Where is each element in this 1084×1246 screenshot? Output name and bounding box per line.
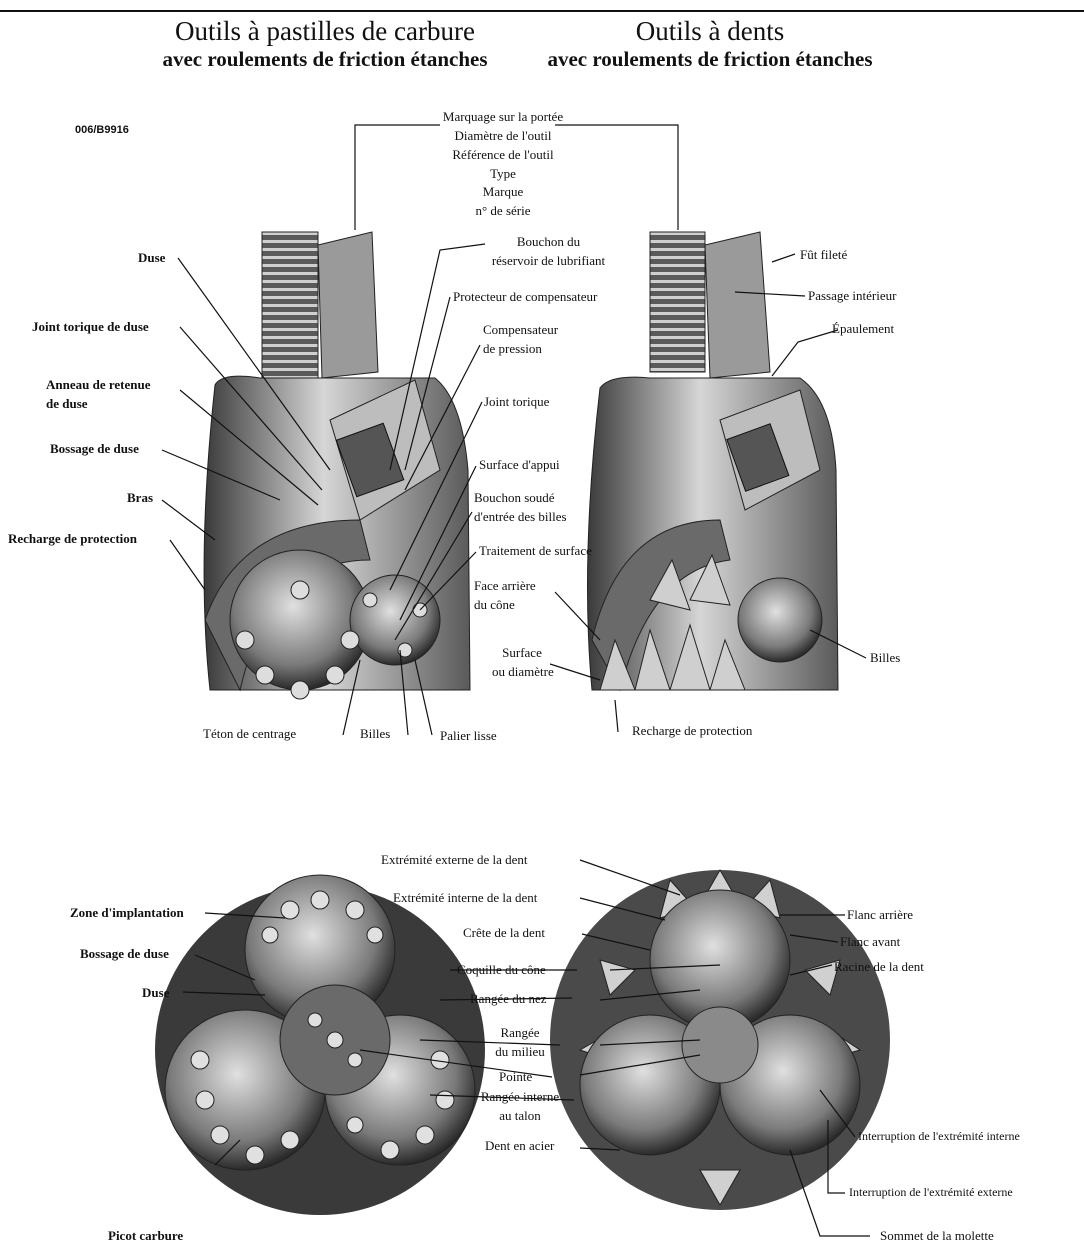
label-passage: Passage intérieur	[808, 287, 896, 306]
label-anneau-retenue: Anneau de retenue de duse	[46, 376, 150, 414]
label-sommet: Sommet de la molette	[880, 1227, 994, 1246]
label-traitement: Traitement de surface	[479, 542, 592, 561]
label-bouchon-line2: réservoir de lubrifiant	[486, 252, 611, 271]
tooth-bit-bottom-view	[550, 870, 890, 1210]
label-bouchon-reservoir: Bouchon du réservoir de lubrifiant	[486, 233, 611, 271]
label-surface-line1: Surface	[492, 644, 552, 663]
label-duse: Duse	[138, 249, 165, 268]
label-picot: Picot carbure	[108, 1227, 183, 1246]
label-face-arriere-line2: du cône	[474, 596, 536, 615]
label-fut: Fût fileté	[800, 246, 847, 265]
label-compensateur-line2: de pression	[483, 340, 558, 359]
label-bouchon-billes-line1: Bouchon soudé	[474, 489, 567, 508]
label-bouchon-billes: Bouchon soudé d'entrée des billes	[474, 489, 567, 527]
label-joint-torique: Joint torique	[484, 393, 549, 412]
label-ext-interne: Extrémité interne de la dent	[393, 889, 537, 908]
label-marque: Marque	[433, 183, 573, 202]
label-bossage-bottom: Bossage de duse	[80, 945, 169, 964]
label-pointe: Pointe	[499, 1068, 532, 1087]
label-bouchon-line1: Bouchon du	[486, 233, 611, 252]
label-serie: n° de série	[433, 202, 573, 221]
label-rangee-talon: Rangée interne au talon	[470, 1088, 570, 1126]
label-joint-torique-duse: Joint torique de duse	[32, 318, 149, 337]
label-bouchon-billes-line2: d'entrée des billes	[474, 508, 567, 527]
label-rangee-milieu-line2: du milieu	[480, 1043, 560, 1062]
label-zone-implantation: Zone d'implantation	[70, 904, 184, 923]
label-face-arriere: Face arrière du cône	[474, 577, 536, 615]
label-anneau-line2: de duse	[46, 395, 150, 414]
label-face-arriere-line1: Face arrière	[474, 577, 536, 596]
label-recharge-right: Recharge de protection	[632, 722, 752, 741]
insert-bit-bottom-view	[155, 875, 485, 1215]
insert-bit-cutaway	[204, 232, 470, 699]
label-type: Type	[433, 165, 573, 184]
label-diametre: Diamètre de l'outil	[433, 127, 573, 146]
label-racine: Racine de la dent	[834, 958, 924, 977]
label-recharge-left: Recharge de protection	[8, 530, 137, 549]
label-dent-acier: Dent en acier	[485, 1137, 554, 1156]
label-surface-line2: ou diamètre	[492, 663, 552, 682]
label-ext-externe: Extrémité externe de la dent	[381, 851, 528, 870]
label-anneau-line1: Anneau de retenue	[46, 376, 150, 395]
label-coquille: Coquille du cône	[457, 961, 546, 980]
label-rangee-milieu-line1: Rangée	[480, 1024, 560, 1043]
label-int-externe: Interruption de l'extrémité externe	[849, 1184, 1013, 1201]
label-marquage: Marquage sur la portée	[433, 108, 573, 127]
label-flanc-arriere: Flanc arrière	[847, 906, 913, 925]
label-rangee-nez: Rangée du nez	[470, 990, 547, 1009]
label-reference: Référence de l'outil	[433, 146, 573, 165]
label-surface-appui: Surface d'appui	[479, 456, 560, 475]
label-flanc-avant: Flanc avant	[840, 933, 900, 952]
marking-block: Marquage sur la portée Diamètre de l'out…	[433, 108, 573, 221]
label-palier: Palier lisse	[440, 727, 497, 746]
label-bras: Bras	[127, 489, 153, 508]
label-teton: Téton de centrage	[203, 725, 296, 744]
label-epaulement: Épaulement	[832, 320, 894, 339]
label-rangee-talon-line1: Rangée interne	[470, 1088, 570, 1107]
label-rangee-milieu: Rangée du milieu	[480, 1024, 560, 1062]
label-compensateur-line1: Compensateur	[483, 321, 558, 340]
label-crete: Crête de la dent	[463, 924, 545, 943]
label-bossage-duse: Bossage de duse	[50, 440, 139, 459]
label-int-interne: Interruption de l'extrémité interne	[858, 1128, 1020, 1145]
label-protecteur: Protecteur de compensateur	[453, 288, 597, 307]
label-rangee-talon-line2: au talon	[470, 1107, 570, 1126]
tooth-bit-cutaway	[588, 232, 839, 690]
label-billes-left: Billes	[360, 725, 390, 744]
label-duse-bottom: Duse	[142, 984, 169, 1003]
label-compensateur: Compensateur de pression	[483, 321, 558, 359]
label-billes-right: Billes	[870, 649, 900, 668]
label-surface-diametre: Surface ou diamètre	[492, 644, 552, 682]
